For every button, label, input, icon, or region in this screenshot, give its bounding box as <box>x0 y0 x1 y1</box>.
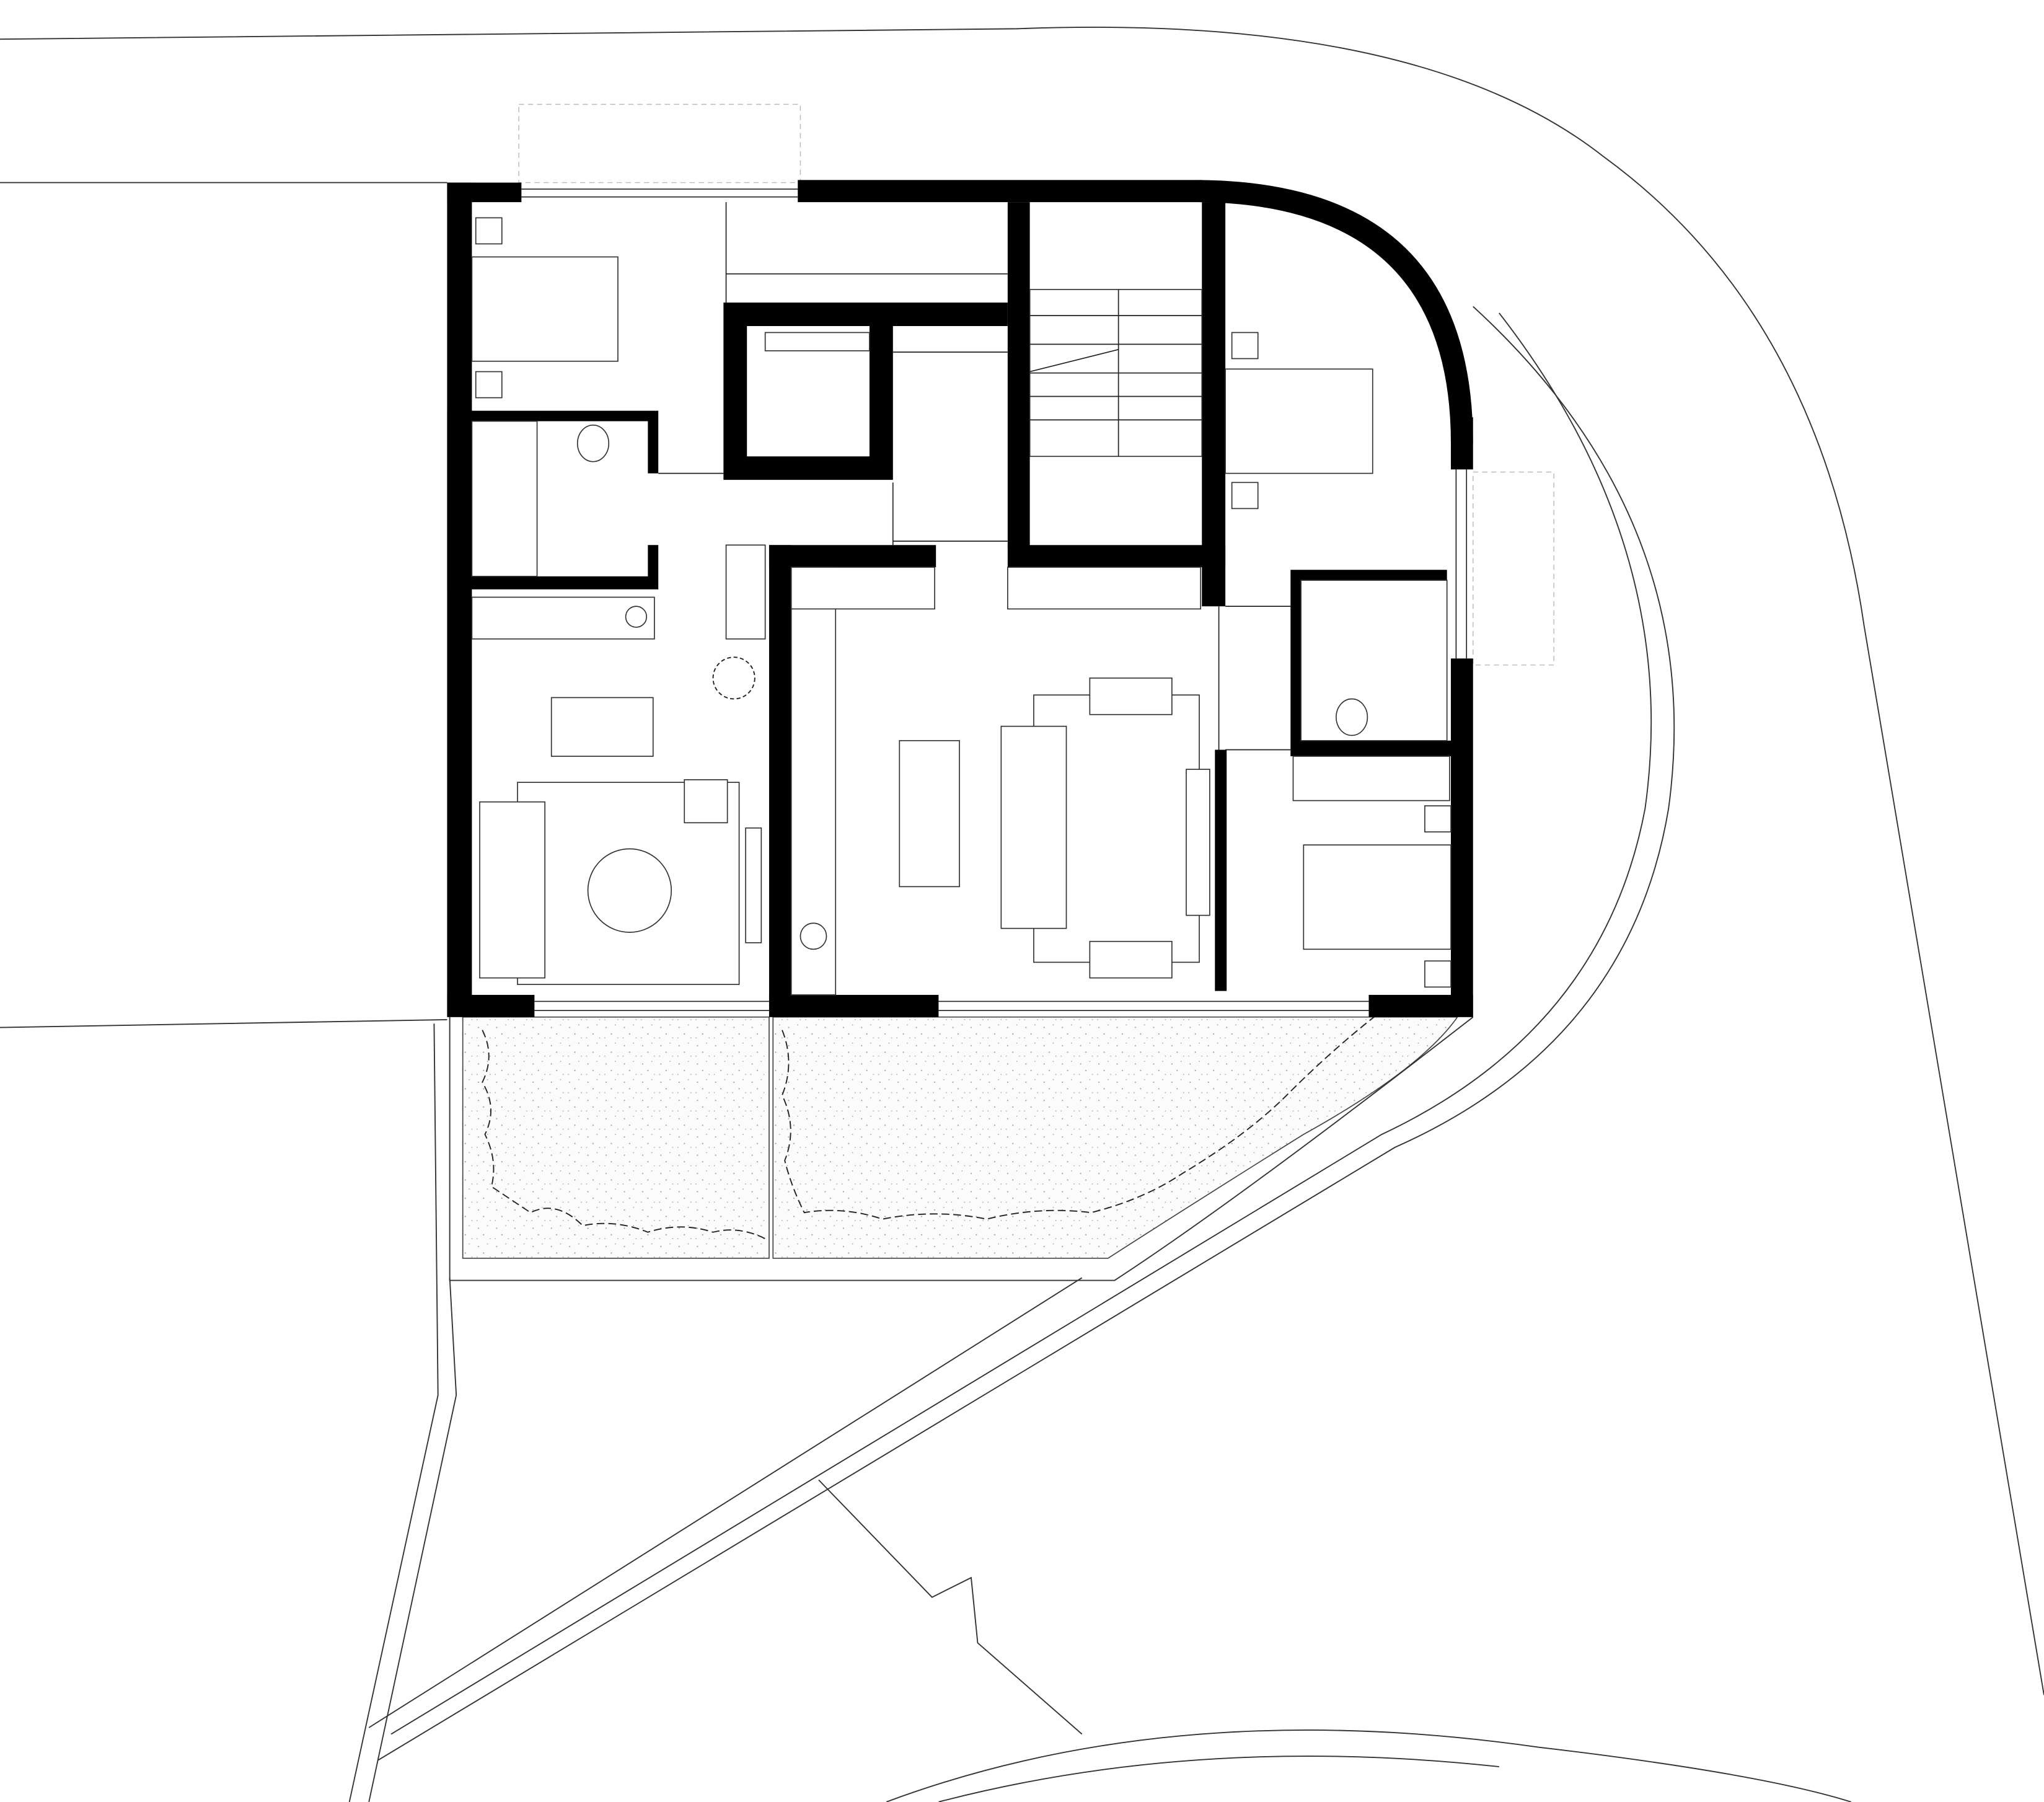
wall-right-upper <box>1450 417 1473 470</box>
ottoman-bottom <box>1089 940 1173 979</box>
cabinet-hall <box>725 544 766 640</box>
bed-right-top <box>1225 368 1373 474</box>
balcony-dashed-right <box>1473 471 1554 666</box>
wall-elevator <box>723 303 1008 480</box>
ottoman-top <box>1089 677 1173 715</box>
sofa-left <box>479 801 546 979</box>
nightstand <box>1424 960 1452 988</box>
toilet-right <box>1336 698 1368 736</box>
gardens <box>449 1003 1474 1281</box>
kitchen-counter-left <box>471 596 655 640</box>
shower-left <box>471 420 538 577</box>
wall-living-left <box>769 545 791 1017</box>
wall-stair-left <box>1007 202 1030 548</box>
toilet-left <box>576 424 610 462</box>
dining-table-center <box>899 740 960 888</box>
staircase <box>1029 289 1203 457</box>
plant-pot <box>712 656 755 700</box>
window-bottom-right <box>938 1000 1369 1012</box>
sofa-center <box>1000 725 1067 929</box>
path-left <box>348 1023 457 1802</box>
windows <box>521 188 1468 1012</box>
wall-bath-left <box>447 410 659 590</box>
interior-partitions <box>658 202 1291 751</box>
bathroom-fixtures-right <box>1300 580 1448 741</box>
nightstand <box>475 371 503 399</box>
wall-top-center <box>798 180 1202 203</box>
parcel-line <box>818 1479 1083 1735</box>
bed-left <box>471 256 619 362</box>
window-top <box>521 188 798 198</box>
window-bottom-left <box>534 1000 769 1012</box>
bed-right-bottom <box>1303 844 1452 950</box>
cooktop-center <box>800 922 827 950</box>
cooktop-left <box>625 606 648 628</box>
armchair-left <box>684 779 728 824</box>
road-curve-outer <box>377 306 1675 1761</box>
tv-unit-left <box>745 827 762 943</box>
wall-left-outer <box>447 182 472 1017</box>
sidewalk-line <box>368 1277 1083 1728</box>
elevator-cabin <box>764 332 870 351</box>
garden-left <box>462 1016 770 1259</box>
garden-border <box>449 1016 1474 1281</box>
plants-left <box>482 1030 766 1240</box>
nightstand <box>1424 805 1452 833</box>
nightstand <box>1231 332 1259 360</box>
roundabout-arc <box>886 1729 1851 1802</box>
coffee-table-left <box>587 848 672 933</box>
walls <box>447 180 1473 1017</box>
garden-right <box>772 1016 1459 1259</box>
plants-right <box>781 1003 1391 1220</box>
wall-top-left <box>447 182 522 203</box>
wall-bottom-center <box>769 994 939 1017</box>
balcony-dashed <box>518 104 801 183</box>
tv-unit-center <box>1186 769 1210 916</box>
wall-bottom-right <box>1368 994 1473 1017</box>
wall-living-top <box>769 545 936 568</box>
wall-living-right <box>1215 749 1227 991</box>
site-boundary-top <box>0 26 2044 1695</box>
wall-right-lower <box>1450 658 1473 1017</box>
wall-bottom-left <box>447 994 535 1017</box>
cabinets-top-center <box>790 567 935 610</box>
wall-stair-right <box>1202 202 1226 607</box>
nightstand <box>1231 482 1259 510</box>
stair-treads <box>1029 289 1202 457</box>
wall-stair-bottom <box>1007 545 1226 568</box>
road-curve-inner <box>390 312 1652 1735</box>
dining-table-left <box>550 697 654 757</box>
nightstand <box>475 217 503 245</box>
cabinets-top-right <box>1007 567 1201 610</box>
window-right <box>1455 469 1468 659</box>
wardrobe-right <box>1292 756 1450 802</box>
site-lines <box>0 26 2044 1802</box>
neighbor-building-outline <box>0 182 447 1028</box>
furniture <box>471 217 1452 996</box>
